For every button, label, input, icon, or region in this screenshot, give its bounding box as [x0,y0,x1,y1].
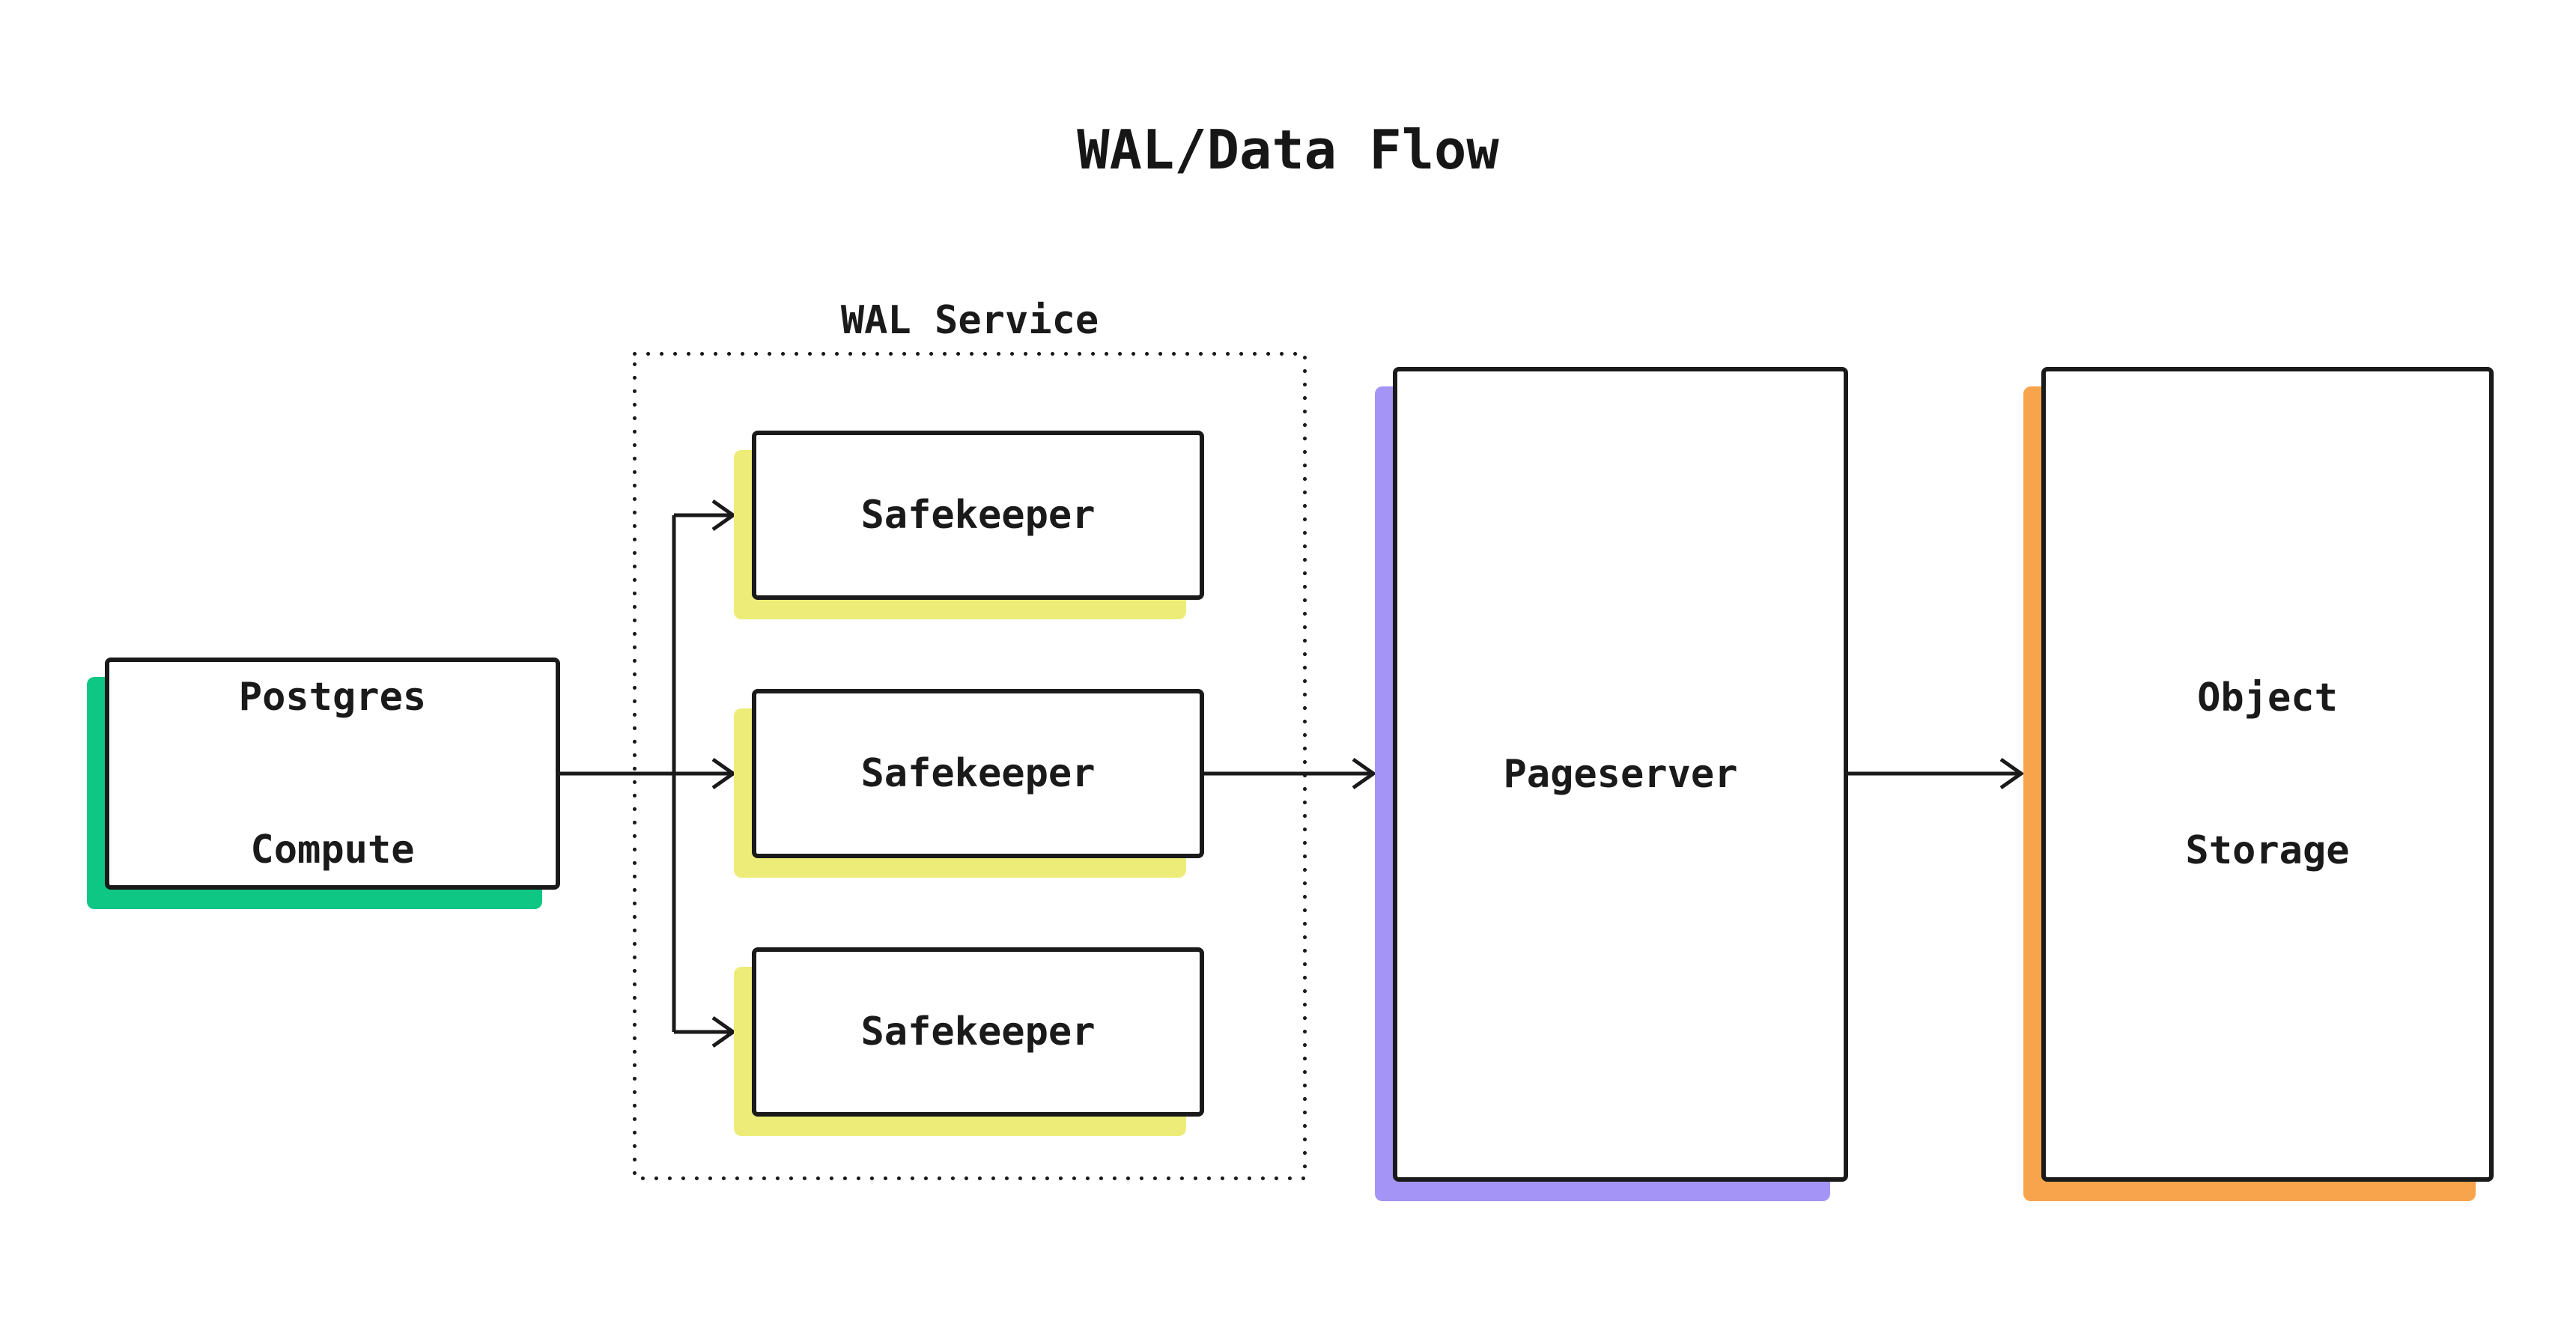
node-safekeeper-2: Safekeeper [734,689,1204,878]
postgres-compute-label: Postgres Compute [239,570,426,977]
object-storage-label-line-2: Storage [2185,828,2350,873]
safekeeper-1-box: Safekeeper [752,431,1204,600]
safekeeper-1-label: Safekeeper [860,493,1096,538]
pageserver-box: Pageserver [1393,367,1848,1182]
wal-service-dotted-border [633,352,1307,1180]
node-postgres-compute: Postgres Compute [87,658,560,909]
safekeeper-2-label: Safekeeper [860,751,1096,796]
safekeeper-3-label: Safekeeper [860,1009,1096,1054]
node-safekeeper-1: Safekeeper [734,431,1204,619]
object-storage-label-line-1: Object [2197,675,2338,720]
safekeeper-2-box: Safekeeper [752,689,1204,858]
node-safekeeper-3: Safekeeper [734,947,1204,1136]
arrowhead-pageserver-icon [1352,757,1377,790]
wal-service-group-label: WAL Service [840,298,1099,343]
object-storage-box: Object Storage [2041,367,2494,1182]
postgres-compute-box: Postgres Compute [105,658,560,890]
pageserver-label: Pageserver [1503,752,1738,797]
postgres-compute-label-line-2: Compute [250,828,415,872]
node-object-storage: Object Storage [2023,367,2494,1201]
object-storage-label: Object Storage [2174,571,2361,978]
postgres-compute-label-line-1: Postgres [238,675,427,720]
arrowhead-safekeeper-1-icon [711,499,737,532]
arrowhead-safekeeper-2-icon [711,757,737,790]
node-pageserver: Pageserver [1375,367,1848,1201]
arrowhead-object-storage-icon [1999,757,2025,790]
safekeeper-3-box: Safekeeper [752,947,1204,1117]
arrowhead-safekeeper-3-icon [711,1015,737,1048]
diagram-title: WAL/Data Flow [1077,118,1499,181]
